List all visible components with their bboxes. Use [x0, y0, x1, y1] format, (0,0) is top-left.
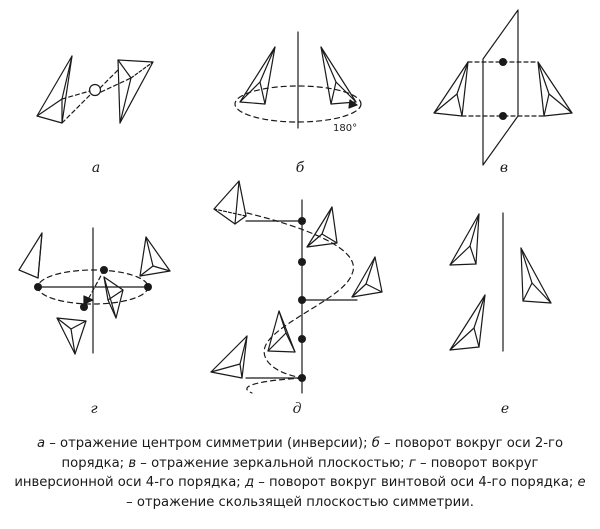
caption-text: – отражение центром симметрии (инверсии)… — [45, 436, 372, 451]
inversion-center-icon — [88, 83, 102, 97]
pyramid-right-rotated — [320, 46, 357, 105]
pyramid-left — [239, 46, 276, 105]
screw-point-dot — [298, 217, 306, 225]
panel-label-b: б — [295, 160, 305, 176]
panel-g-diagram — [18, 227, 171, 355]
rotation-arrow-icon — [348, 99, 358, 109]
caption-letter: д — [244, 475, 255, 490]
rotation-point-dot — [144, 283, 152, 291]
screw-point-dot — [298, 374, 306, 382]
rotation-point-dot — [80, 303, 88, 311]
panel-label-a: а — [91, 160, 101, 176]
symmetry-operations-figure: 180° — [18, 9, 573, 394]
caption-letter: в — [128, 455, 137, 471]
panel-v-diagram — [433, 9, 573, 166]
caption-text: – поворот вокруг инверсионной оси 4-го п… — [14, 455, 539, 491]
panel-a-diagram — [36, 55, 154, 124]
pyramid-right-glided — [520, 247, 552, 304]
rotation-path-ellipse — [234, 85, 362, 123]
pyramid-level-3 — [351, 256, 383, 298]
caption-letter: г — [408, 455, 416, 471]
caption-letter: е — [577, 475, 586, 490]
caption-text: – поворот вокруг оси 2-го порядка; — [61, 436, 564, 471]
rotation-point-dot — [34, 283, 42, 291]
pyramid-right-reflected — [537, 61, 573, 117]
panel-label-g: г — [90, 401, 98, 417]
inversion-dashed-links — [61, 69, 132, 124]
panel-label-d: д — [292, 401, 302, 417]
panel-e-diagram — [449, 212, 552, 352]
panel-b-diagram: 180° — [234, 31, 362, 134]
rotation-point-dot — [100, 266, 108, 274]
pyramid-lower-left — [56, 317, 87, 355]
caption-text: – отражение зеркальной плоскостью; — [136, 455, 409, 471]
pyramid-level-1 — [213, 180, 247, 225]
pyramid-level-4 — [267, 310, 296, 353]
rotation-arm-lines — [245, 220, 358, 379]
screw-point-dot — [298, 296, 306, 304]
pyramid-level-5 — [210, 335, 248, 379]
screw-point-dot — [298, 335, 306, 343]
pyramid-center — [103, 276, 124, 319]
panel-d-diagram — [210, 180, 383, 394]
caption-letter: б — [371, 436, 380, 451]
caption-text: – поворот вокруг винтовой оси 4-го поряд… — [254, 475, 578, 490]
pyramid-level-2 — [306, 206, 338, 248]
caption-letter: а — [36, 436, 46, 451]
pyramid-right-inverted — [117, 59, 154, 124]
panel-label-e: е — [500, 401, 510, 417]
pyramid-upper-right — [139, 236, 171, 277]
pyramid-left — [36, 55, 73, 124]
panel-label-v: в — [499, 160, 509, 176]
pyramid-upper-left — [18, 232, 43, 279]
plane-intersection-dot — [499, 112, 507, 120]
mirror-plane — [482, 9, 519, 166]
figure-caption: а – отражение центром симметрии (инверси… — [10, 434, 590, 512]
caption-text: – отражение скользящей плоскостью симмет… — [126, 494, 474, 510]
pyramid-lower-left — [449, 294, 486, 351]
screw-point-dot — [298, 258, 306, 266]
rotation-angle-label: 180° — [333, 123, 357, 134]
plane-intersection-dot — [499, 58, 507, 66]
pyramid-upper-left — [449, 213, 480, 266]
pyramid-left — [433, 61, 469, 117]
rotation-arrow-icon — [83, 295, 94, 305]
